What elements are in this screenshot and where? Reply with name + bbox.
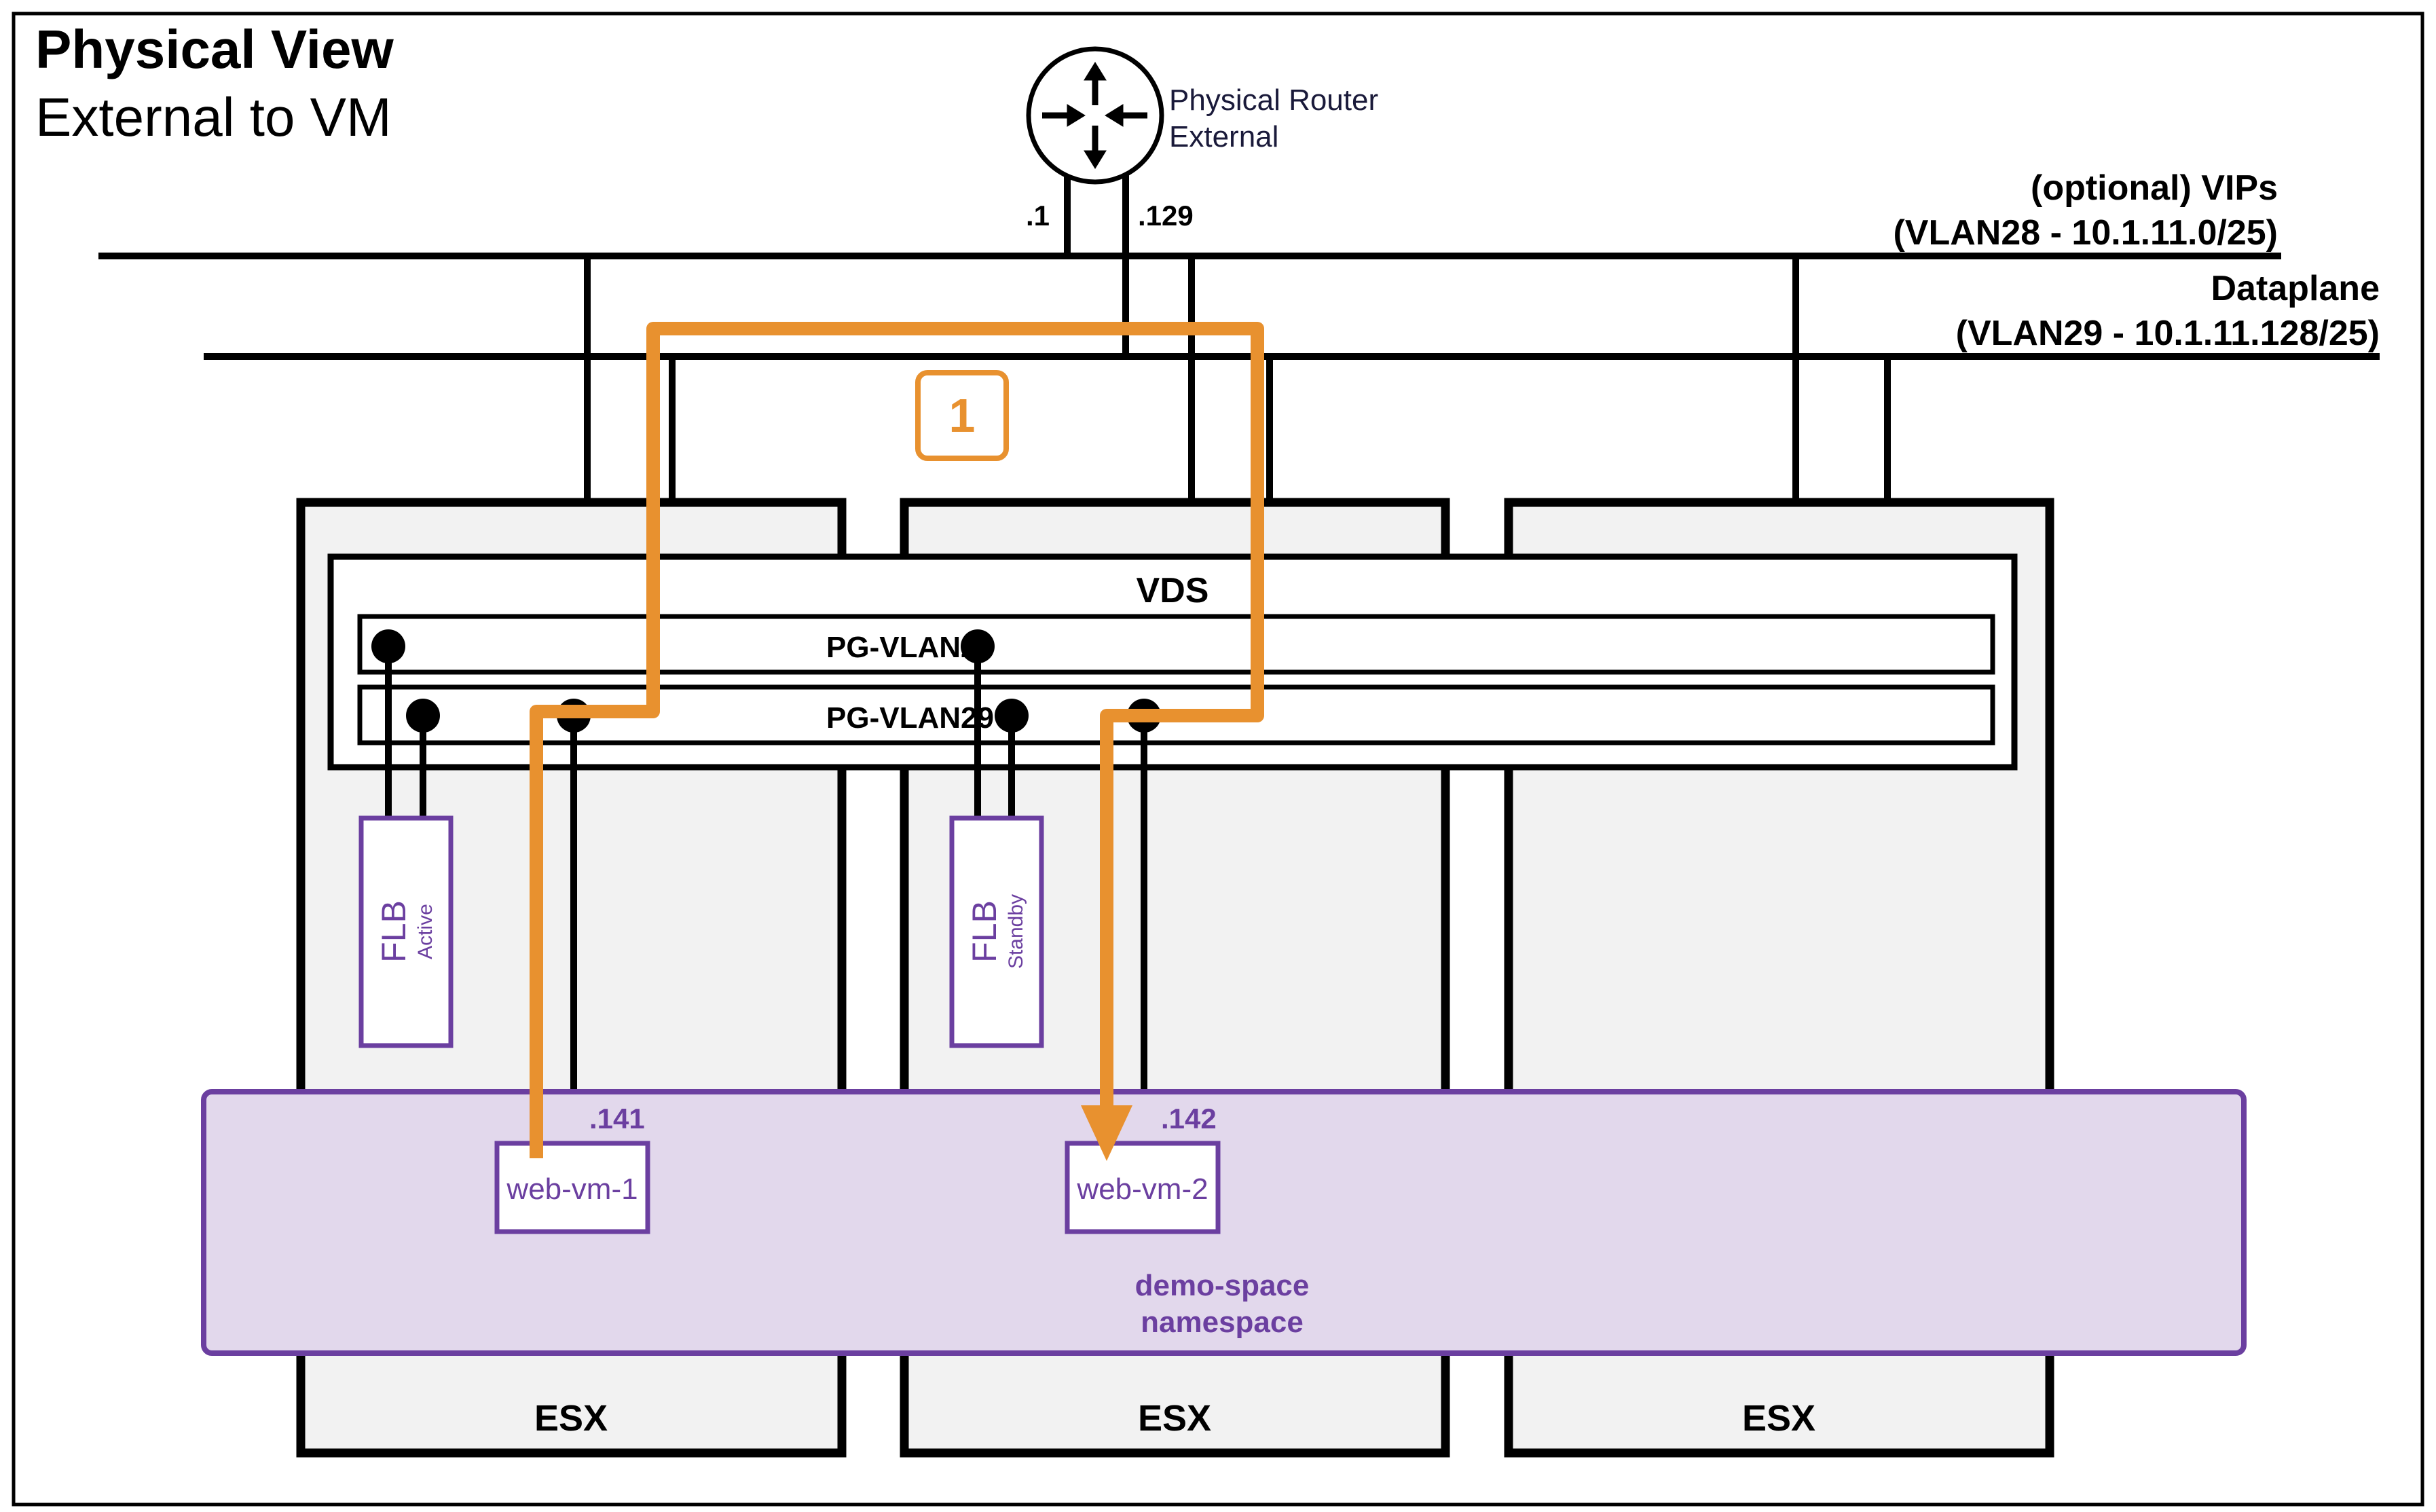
vm-ip-web-vm-1: .141 xyxy=(589,1103,645,1135)
traffic-flow-path xyxy=(530,322,1264,1158)
portgroup-vlan28 xyxy=(357,614,1995,675)
flb-connectors xyxy=(385,646,1147,1142)
flb-standby-state: Standby xyxy=(1005,894,1027,969)
dataplane-subnet-label: (VLAN29 - 10.1.11.128/25) xyxy=(1956,314,2380,353)
vips-subnet-label: (VLAN28 - 10.1.11.0/25) xyxy=(1893,213,2278,253)
flb-active-state: Active xyxy=(414,904,437,959)
vm-name-web-vm-2: web-vm-2 xyxy=(1076,1173,1208,1206)
flb-active-box xyxy=(358,815,454,1048)
vm-box-web-vm-1 xyxy=(494,1141,650,1234)
esx-host-1-label: ESX xyxy=(534,1398,608,1439)
flb-standby-name: FLB xyxy=(965,900,1003,963)
step-badge-number: 1 xyxy=(949,389,976,442)
host-uplinks xyxy=(584,256,1891,502)
vm-ip-web-vm-2: .142 xyxy=(1161,1103,1217,1135)
namespace-sublabel: namespace xyxy=(1141,1306,1304,1339)
router-port-vips-label: .1 xyxy=(1026,200,1050,232)
flb-standby-box xyxy=(949,815,1044,1048)
step-badge xyxy=(915,370,1009,461)
router-sublabel: External xyxy=(1169,120,1278,153)
dataplane-label: Dataplane xyxy=(2211,269,2380,308)
vips-label: (optional) VIPs xyxy=(2031,168,2278,208)
router-icon xyxy=(1026,46,1164,185)
vm-box-web-vm-2 xyxy=(1065,1141,1221,1234)
vds-label: VDS xyxy=(1137,571,1209,610)
esx-host-3-label: ESX xyxy=(1742,1398,1815,1439)
flb-active-name: FLB xyxy=(375,900,413,963)
port-connection-dots xyxy=(371,629,1161,733)
namespace-area xyxy=(201,1089,2247,1356)
namespace-label: demo-space xyxy=(1135,1269,1310,1302)
portgroup-vlan29-label: PG-VLAN29 xyxy=(826,701,994,735)
traffic-flow-arrowhead xyxy=(1081,1105,1132,1161)
page-title: Physical View xyxy=(35,19,394,79)
page-subtitle: External to VM xyxy=(35,87,392,147)
router-label: Physical Router xyxy=(1169,84,1378,117)
router-port-dataplane-label: .129 xyxy=(1138,200,1194,232)
router-arrows-icon xyxy=(1042,62,1147,169)
vm-name-web-vm-1: web-vm-1 xyxy=(506,1173,638,1206)
esx-host-2-label: ESX xyxy=(1138,1398,1211,1439)
